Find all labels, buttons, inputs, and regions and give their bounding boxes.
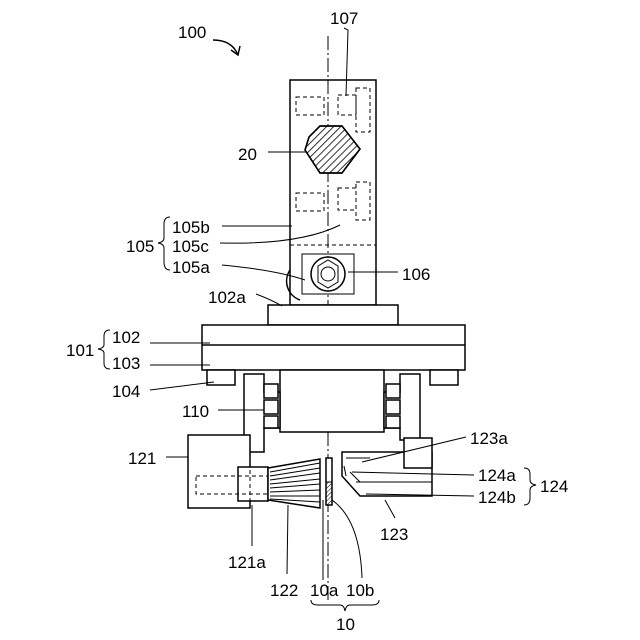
brace-105 <box>158 217 170 270</box>
label-106: 106 <box>402 265 430 284</box>
cylinder-110 <box>280 370 384 432</box>
label-105: 105 <box>126 237 154 256</box>
collar-102a <box>268 305 398 325</box>
brace-10 <box>311 600 379 611</box>
label-104: 104 <box>112 382 140 401</box>
label-101: 101 <box>66 341 94 360</box>
brush-122 <box>268 459 320 508</box>
label-105b: 105b <box>172 218 210 237</box>
label-10b: 10b <box>346 581 374 600</box>
label-102: 102 <box>112 328 140 347</box>
plate-101 <box>202 325 465 370</box>
brace-101 <box>98 330 110 369</box>
brace-124 <box>524 468 536 505</box>
label-100: 100 <box>178 23 206 42</box>
label-122: 122 <box>270 581 298 600</box>
arrow-100 <box>213 40 240 55</box>
label-103: 103 <box>112 354 140 373</box>
label-102a: 102a <box>208 288 246 307</box>
holder-123 <box>342 438 432 496</box>
right-mount <box>384 374 420 440</box>
blade-10 <box>326 458 332 505</box>
label-110: 110 <box>182 402 209 421</box>
label-105a: 105a <box>172 258 210 277</box>
label-107: 107 <box>330 9 358 28</box>
label-10a: 10a <box>310 581 339 600</box>
label-123a: 123a <box>470 429 508 448</box>
label-121a: 121a <box>228 553 266 572</box>
label-20: 20 <box>238 145 257 164</box>
label-10: 10 <box>336 615 355 634</box>
label-121: 121 <box>128 449 156 468</box>
label-105c: 105c <box>172 237 209 256</box>
label-124a: 124a <box>478 466 516 485</box>
label-124: 124 <box>540 477 568 496</box>
label-123: 123 <box>380 525 408 544</box>
label-124b: 124b <box>478 488 516 507</box>
